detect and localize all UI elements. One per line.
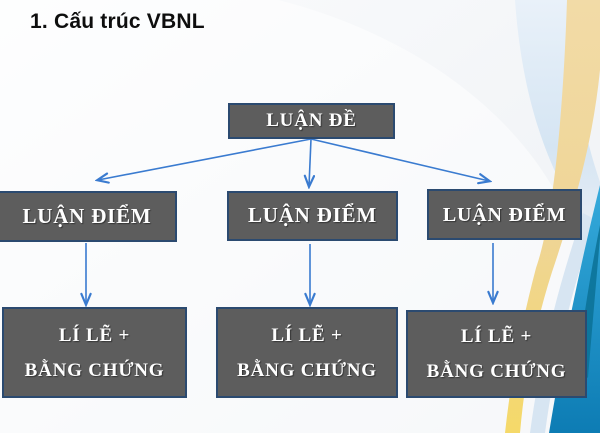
connector-arrows xyxy=(86,138,493,304)
diagram-box-point-1: LUẬN ĐIỂM xyxy=(0,191,177,242)
diagram-box-evidence-2: LÍ LẼ + BẰNG CHỨNG xyxy=(216,307,398,398)
point-2-label: LUẬN ĐIỂM xyxy=(247,203,378,228)
diagram-box-point-3: LUẬN ĐIỂM xyxy=(427,189,582,240)
point-1-label: LUẬN ĐIỂM xyxy=(22,203,152,228)
arrow-root-to-point-1 xyxy=(98,138,312,180)
diagram-box-evidence-3: LÍ LẼ + BẰNG CHỨNG xyxy=(406,310,587,398)
evidence-2-line-1: LÍ LẼ + xyxy=(271,324,343,346)
evidence-3-line-1: LÍ LẼ + xyxy=(460,326,533,347)
evidence-1-line-1: LÍ LẼ + xyxy=(58,324,131,346)
thesis-label: LUẬN ĐỀ xyxy=(266,109,357,131)
point-3-label: LUẬN ĐIỂM xyxy=(442,203,567,226)
evidence-2-line-2: BẰNG CHỨNG xyxy=(237,359,377,381)
diagram-box-evidence-1: LÍ LẼ + BẰNG CHỨNG xyxy=(2,307,187,398)
evidence-3-line-2: BẰNG CHỨNG xyxy=(426,361,567,382)
diagram-box-thesis: LUẬN ĐỀ xyxy=(228,103,395,139)
slide-title: 1. Cấu trúc VBNL xyxy=(30,10,205,33)
arrow-root-to-point-2 xyxy=(309,138,311,186)
diagram-box-point-2: LUẬN ĐIỂM xyxy=(227,191,398,241)
evidence-1-line-2: BẰNG CHỨNG xyxy=(24,359,165,381)
arrow-root-to-point-3 xyxy=(310,138,489,181)
